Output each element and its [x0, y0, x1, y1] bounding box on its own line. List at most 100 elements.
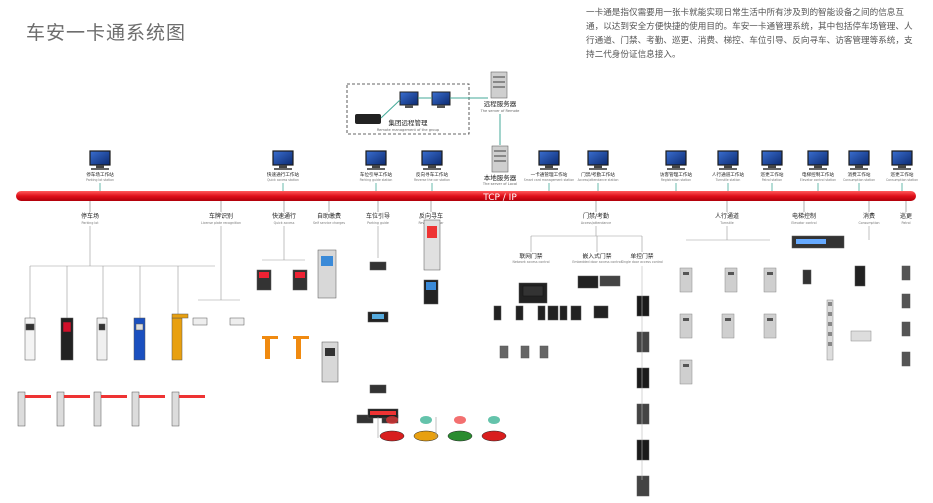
access-group-label: 联网门禁 [519, 252, 542, 260]
subsystem-label-en: Parking guide [367, 221, 389, 225]
workstation-label: 门禁/考勤工作站 [581, 171, 615, 178]
access-group-label: 嵌入式门禁 [583, 252, 612, 260]
workstation-label-en: Elevator control station [800, 178, 836, 182]
local-server-label: 本地服务器 [484, 173, 517, 182]
workstation-label-en: Turnstile station [715, 178, 741, 182]
subsystem-label-en: Elevator control [791, 221, 816, 225]
access-group-label-en: Single door access control [621, 260, 663, 264]
group-management-label: 集团远程管理 [389, 118, 429, 127]
subsystem-label: 电梯控制 [792, 212, 816, 220]
workstation-label-en: Registration station [661, 178, 691, 182]
monitor-icon [272, 150, 294, 166]
subsystem-label: 消费 [863, 212, 875, 220]
workstation-label: 反向寻车工作站 [416, 171, 449, 178]
monitor-icon [665, 150, 687, 166]
subsystem-label: 人行通道 [715, 212, 739, 220]
monitor-icon [365, 150, 387, 166]
workstation-label: 人行通道工作站 [712, 171, 745, 178]
subsystem-label: 快速通行 [272, 212, 296, 220]
workstation-label: 消费工作站 [848, 171, 871, 178]
remote-server-label: 远程服务器 [484, 99, 517, 108]
monitor-icon [538, 150, 560, 166]
page-title: 车安一卡通系统图 [26, 22, 187, 44]
monitor-icon [807, 150, 829, 166]
workstation-label: 巡更工作站 [891, 171, 914, 178]
monitor-icon [891, 150, 913, 166]
access-group-label-en: Embedded door access control [572, 260, 621, 264]
tcp-ip-bus: TCP / IP [16, 191, 916, 203]
remote-server-label-en: The server of Remote [480, 109, 521, 113]
subsystem-label-en: Turnstile [719, 221, 733, 225]
access-group-label-en: Network access control [512, 260, 549, 264]
monitor-icon [761, 150, 783, 166]
workstation-label-en: Parking guide station [360, 178, 393, 182]
monitor-icon [717, 150, 739, 166]
workstation-label-en: Quick access station [267, 178, 299, 182]
workstation-label: 电梯控制工作站 [802, 171, 835, 178]
workstation-label-en: Access/attendance station [578, 178, 619, 182]
workstation-label-en: Consumption station [886, 178, 918, 182]
group-management-box: 集团远程管理 Remote management of the group [346, 83, 488, 135]
bus-label: TCP / IP [482, 193, 517, 203]
subsystem-label: 门禁/考勤 [583, 212, 609, 220]
subsystem-label: 巡更 [900, 212, 912, 220]
subsystem-label: 反向寻车 [419, 212, 443, 220]
subsystem-label-en: Consumption [858, 221, 879, 225]
workstation-label-en: Parking lot station [86, 178, 114, 182]
subsystem-label: 车位引导 [366, 212, 390, 220]
monitor-icon [421, 150, 443, 166]
subsystem-label: 停车场 [81, 212, 99, 220]
workstation-label: 巡更工作站 [761, 171, 784, 178]
workstation-label-en: Smart card management station [524, 178, 574, 182]
workstation-label: 快速通行工作站 [267, 171, 300, 178]
subsystem-label-en: Quick access [274, 221, 295, 225]
monitor-icon [89, 150, 111, 166]
workstation-label: 车位引导工作站 [360, 171, 393, 178]
workstation-label-en: Consumption station [843, 178, 875, 182]
workstation-label: 访客管理工作站 [660, 171, 693, 178]
monitor-icon [848, 150, 870, 166]
subsystem-label-en: Access/attendance [581, 221, 611, 225]
subsystem-label-en: License plate recognition [201, 221, 241, 225]
subsystem-label-en: Patrol [901, 221, 910, 225]
subsystem-label-en: Parking lot [82, 221, 100, 225]
remote-server: 远程服务器 The server of Remote [480, 71, 521, 145]
group-management-label-en: Remote management of the group [377, 128, 440, 132]
workstation-label-en: Patrol station [762, 178, 782, 182]
device-illustrations [17, 219, 911, 497]
local-server: 本地服务器 The server of Local [482, 145, 517, 186]
monitor-icon [587, 150, 609, 166]
workstation-label-en: Reverse the car station [414, 178, 450, 182]
subsystem-label-en: Self service charges [313, 221, 345, 225]
workstation-label: 一卡通管理工作站 [531, 171, 568, 178]
local-server-label-en: The server of Local [482, 182, 517, 186]
subsystem-label: 自助缴费 [317, 212, 341, 220]
workstation-label: 停车场工作站 [86, 171, 114, 178]
